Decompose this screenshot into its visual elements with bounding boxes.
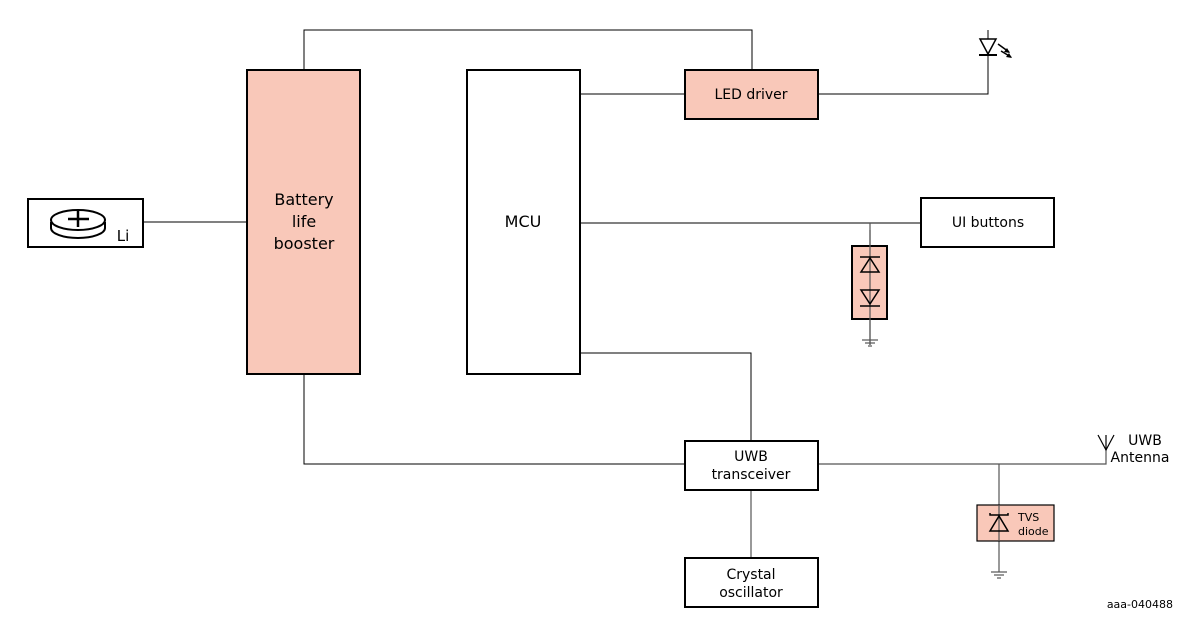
battery-label: Li	[117, 227, 130, 245]
battery-block: Li	[27, 198, 144, 248]
led-driver-label: LED driver	[714, 87, 787, 103]
crystal-oscillator-label-line2: oscillator	[719, 585, 783, 601]
booster-label-line2: life	[292, 212, 316, 231]
mcu-block: MCU	[466, 69, 581, 375]
ui-buttons-label: UI buttons	[952, 215, 1024, 231]
antenna-label-line2: Antenna	[1111, 450, 1170, 466]
wire-booster-uwb	[303, 374, 685, 465]
esd-diode-pair-icon	[851, 230, 888, 345]
tvs-label-line2: diode	[1018, 525, 1049, 538]
booster-label-line3: booster	[274, 234, 335, 253]
antenna-label-line1: UWB	[1128, 433, 1162, 449]
crystal-oscillator-block: Crystal oscillator	[684, 557, 819, 608]
led-icon	[978, 30, 1012, 58]
ground-icon	[991, 571, 1007, 579]
battery-life-booster-block: Battery life booster	[246, 69, 361, 375]
uwb-transceiver-block: UWB transceiver	[684, 440, 819, 491]
figure-id: aaa-040488	[1107, 598, 1173, 611]
mcu-label: MCU	[505, 212, 542, 231]
uwb-transceiver-label-line1: UWB	[734, 449, 768, 465]
booster-label-line1: Battery	[274, 190, 333, 209]
led-driver-block: LED driver	[684, 69, 819, 120]
uwb-transceiver-label-line2: transceiver	[712, 467, 791, 483]
coin-cell-icon	[50, 209, 106, 239]
wire-booster-led-driver	[303, 29, 753, 70]
wire-uwb-antenna	[818, 448, 1107, 465]
tvs-label-line1: TVS	[1017, 511, 1039, 524]
wire-mcu-uwb	[580, 352, 752, 441]
ui-buttons-block: UI buttons	[920, 197, 1055, 248]
tvs-diode-icon	[988, 513, 1010, 532]
crystal-oscillator-label-line1: Crystal	[726, 567, 775, 583]
wire-led-driver-led	[818, 55, 989, 95]
tvs-diode-block: TVS diode	[976, 504, 1055, 542]
ground-icon	[862, 339, 878, 347]
antenna-icon	[1097, 434, 1115, 452]
